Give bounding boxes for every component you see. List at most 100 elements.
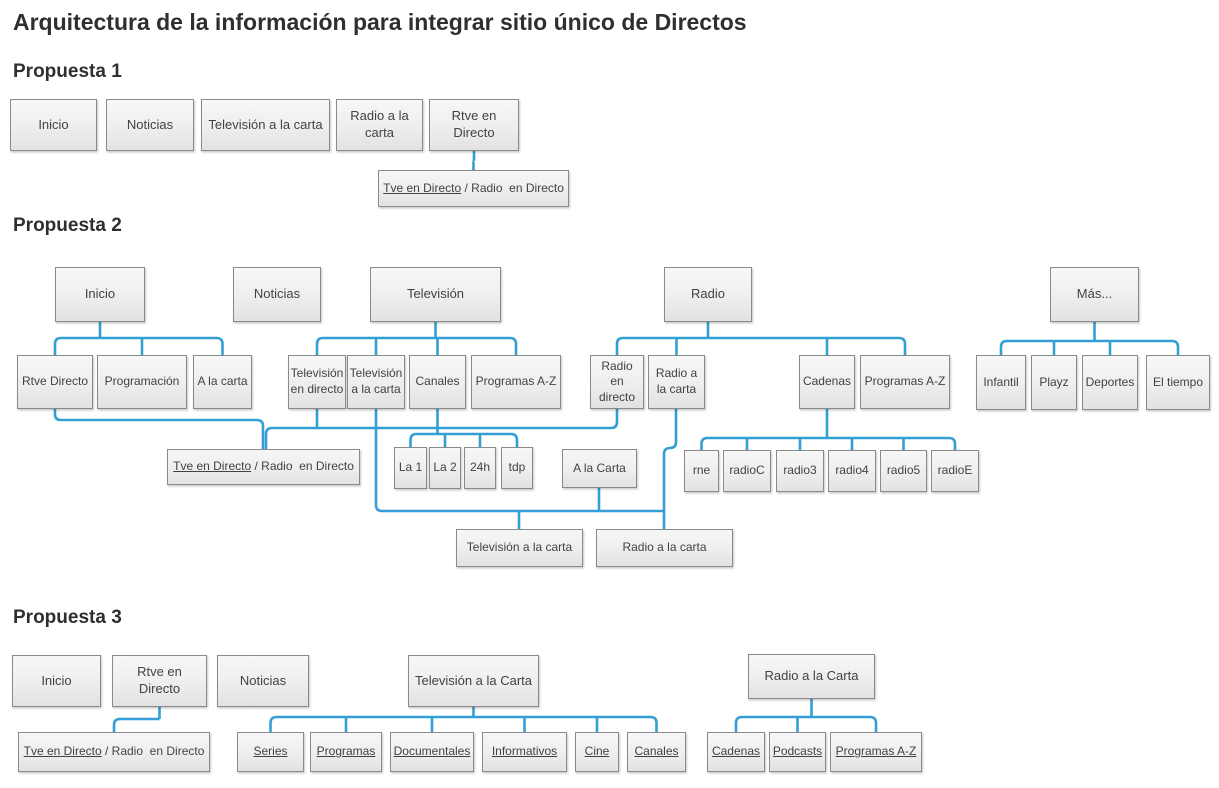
node-p3-inicio[interactable]: Inicio [12,655,101,707]
node-p1-inicio[interactable]: Inicio [10,99,97,151]
node-label: Noticias [239,672,287,688]
connector-line [264,409,619,449]
node-label: Rtve Directo [21,374,89,389]
section-heading-propuesta-1: Propuesta 1 [13,61,122,82]
node-label: tdp [508,460,526,475]
node-p2-tv-en-directo[interactable]: Televisión en directo [288,355,346,409]
node-p2-rtve-directo[interactable]: Rtve Directo [17,355,93,409]
node-label: Programas [316,744,376,759]
node-p2-el-tiempo[interactable]: El tiempo [1146,355,1210,410]
node-p2-radio-a-la-carta[interactable]: Radio a la carta [648,355,705,409]
node-p3-tv-carta[interactable]: Televisión a la Carta [408,655,539,707]
connector-line [472,159,476,170]
node-p3-programas[interactable]: Programas [310,732,382,772]
node-p2-deportes[interactable]: Deportes [1082,355,1138,410]
node-label: A la carta [197,374,248,389]
node-label: Canales [415,374,460,389]
node-p2-radio3[interactable]: radio3 [776,450,824,492]
node-p2-programas-az-radio[interactable]: Programas A-Z [860,355,950,409]
node-p1-rtve-directo[interactable]: Rtve en Directo [429,99,519,151]
node-label: Cine [584,744,610,759]
node-p2-radio[interactable]: Radio [664,267,752,322]
node-label: radio5 [886,463,921,478]
node-p3-rtve-directo[interactable]: Rtve en Directo [112,655,207,707]
node-p3-series[interactable]: Series [237,732,304,772]
node-label: radioC [729,463,765,478]
node-p2-infantil[interactable]: Infantil [976,355,1026,410]
node-label: Inicio [84,286,116,302]
node-label: Noticias [126,116,174,132]
node-p2-cadenas[interactable]: Cadenas [799,355,855,409]
node-label: Televisión a la carta [208,116,323,132]
node-p2-tdp[interactable]: tdp [501,447,533,489]
node-label: Programas A-Z [835,744,917,759]
node-label: Cadenas [802,374,852,389]
node-p2-a-la-carta[interactable]: A la carta [193,355,252,409]
node-p3-cine[interactable]: Cine [575,732,619,772]
section-heading-propuesta-2: Propuesta 2 [13,215,122,236]
node-label: Podcasts [772,744,823,759]
node-p2-tv-a-la-carta[interactable]: Televisión a la carta [347,355,405,409]
node-label: Inicio [41,672,72,688]
node-p1-radio-carta[interactable]: Radio a la carta [336,99,423,151]
node-p3-informativos[interactable]: Informativos [482,732,567,772]
node-label: rne [692,463,711,478]
node-label: Informativos [491,744,558,759]
node-p2-radio-en-directo[interactable]: Radio en directo [590,355,644,409]
node-label: Televisión a la carta [349,366,406,396]
node-p1-tv-carta[interactable]: Televisión a la carta [201,99,330,151]
node-p2-tv-carta-final[interactable]: Televisión a la carta [456,529,583,567]
node-label: Deportes [1085,374,1135,389]
node-p2-programas-az-tv[interactable]: Programas A-Z [471,355,561,409]
node-label: radio3 [783,463,817,478]
node-p2-mas[interactable]: Más... [1050,267,1139,322]
node-label: Radio en directo [598,358,637,404]
node-p2-la2[interactable]: La 2 [429,447,461,489]
node-p2-radioe[interactable]: radioE [931,450,979,492]
connector-line [615,336,907,355]
node-p3-cadenas[interactable]: Cadenas [707,732,765,772]
node-label: Infantil [983,374,1019,389]
node-p2-radio5[interactable]: radio5 [880,450,927,492]
node-label: radio4 [835,463,869,478]
node-p3-documentales[interactable]: Documentales [390,732,474,772]
node-label: 24h [469,460,491,475]
node-p2-radioc[interactable]: radioC [723,450,771,492]
node-label: La 2 [433,460,457,475]
node-p2-24h[interactable]: 24h [464,447,496,489]
node-p3-podcasts[interactable]: Podcasts [769,732,826,772]
node-p3-programas-az[interactable]: Programas A-Z [830,732,922,772]
node-label: Canales [634,744,679,759]
connector-line [409,432,519,447]
node-label: Televisión en directo [290,366,347,396]
node-p2-inicio[interactable]: Inicio [55,267,145,322]
node-p2-television[interactable]: Televisión [370,267,501,322]
node-p2-noticias[interactable]: Noticias [233,267,321,322]
node-p2-radio4[interactable]: radio4 [828,450,876,492]
node-p3-radio-carta[interactable]: Radio a la Carta [748,654,875,699]
node-p2-radio-carta-final[interactable]: Radio a la carta [596,529,733,567]
node-p1-tve-radio-directo[interactable]: Tve en Directo / Radio en Directo [378,170,569,207]
node-label: Tve en Directo / Radio en Directo [173,459,354,474]
node-p2-rne[interactable]: rne [684,450,719,492]
connector-line [374,409,664,513]
node-p2-canales[interactable]: Canales [409,355,466,409]
node-p2-la1[interactable]: La 1 [394,447,427,489]
node-p2-tve-radio-directo[interactable]: Tve en Directo / Radio en Directo [167,449,360,485]
node-label: Radio a la Carta [764,668,859,684]
node-p3-noticias[interactable]: Noticias [217,655,309,707]
node-p2-a-la-carta-2[interactable]: A la Carta [562,449,637,488]
node-p1-noticias[interactable]: Noticias [106,99,194,151]
node-label: Radio a la carta [622,540,707,555]
section-heading-propuesta-3: Propuesta 3 [13,607,122,628]
node-label: Cadenas [711,744,761,759]
node-p2-playz[interactable]: Playz [1031,355,1077,410]
connector-line [112,717,160,732]
node-p2-programacion[interactable]: Programación [97,355,187,409]
node-label: Rtve en Directo [451,108,501,140]
connector-line [269,715,658,732]
node-p3-canales[interactable]: Canales [627,732,686,772]
node-p3-tve-radio-directo[interactable]: Tve en Directo / Radio en Directo [18,732,210,772]
